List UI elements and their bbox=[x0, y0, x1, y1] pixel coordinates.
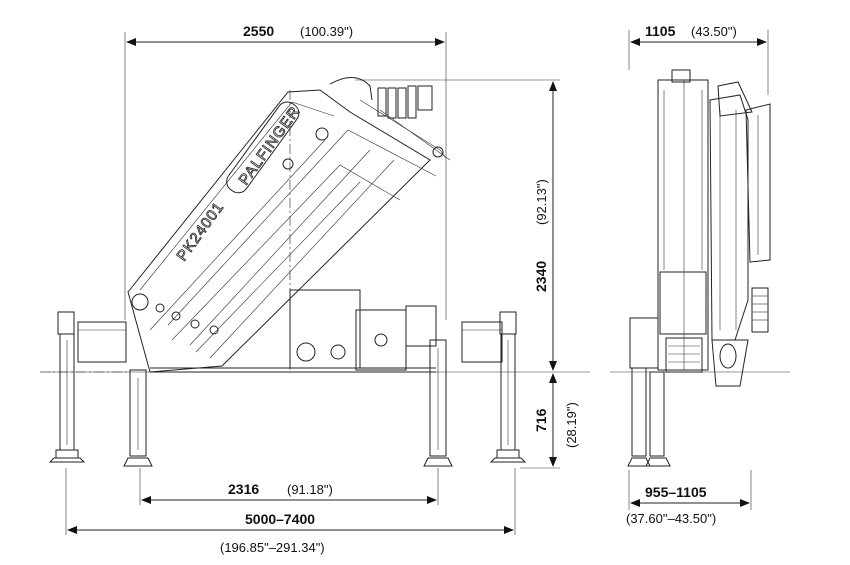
dim-top-width-in: (100.39") bbox=[300, 24, 353, 39]
brand-logo-text: PALFINGER bbox=[235, 103, 303, 188]
dimension-lines bbox=[48, 30, 790, 535]
outer-leg-left bbox=[48, 311, 86, 463]
dim-inner-support-mm: 2316 bbox=[228, 481, 259, 497]
inner-leg-left bbox=[123, 369, 153, 467]
dim-height-mm: 2340 bbox=[533, 261, 549, 292]
main-boom bbox=[127, 89, 437, 373]
front-view-crane: PALFINGER PK24001 bbox=[40, 77, 527, 467]
outer-leg-right bbox=[489, 311, 527, 463]
dim-outer-support-mm: 5000–7400 bbox=[245, 511, 315, 527]
dim-side-width-in: (43.50") bbox=[691, 24, 737, 39]
dim-side-support-in: (37.60"–43.50") bbox=[626, 511, 716, 526]
dim-lower-height-in: (28.19") bbox=[564, 402, 579, 448]
dim-outer-support-in: (196.85"–291.34") bbox=[220, 540, 325, 555]
dim-side-width-mm: 1105 bbox=[645, 23, 676, 39]
dim-height-in: (92.13") bbox=[534, 179, 549, 225]
dim-top-width-mm: 2550 bbox=[243, 23, 274, 39]
inner-leg-right bbox=[423, 339, 453, 467]
side-view-crane bbox=[627, 69, 771, 467]
dim-lower-height-mm: 716 bbox=[533, 408, 549, 432]
dimension-labels: 2550 (100.39") 1105 (43.50") 2340 (92.13… bbox=[220, 23, 737, 555]
hose-coils bbox=[329, 77, 451, 161]
dim-side-support-mm: 955–1105 bbox=[645, 484, 707, 500]
dim-inner-support-in: (91.18") bbox=[287, 482, 333, 497]
